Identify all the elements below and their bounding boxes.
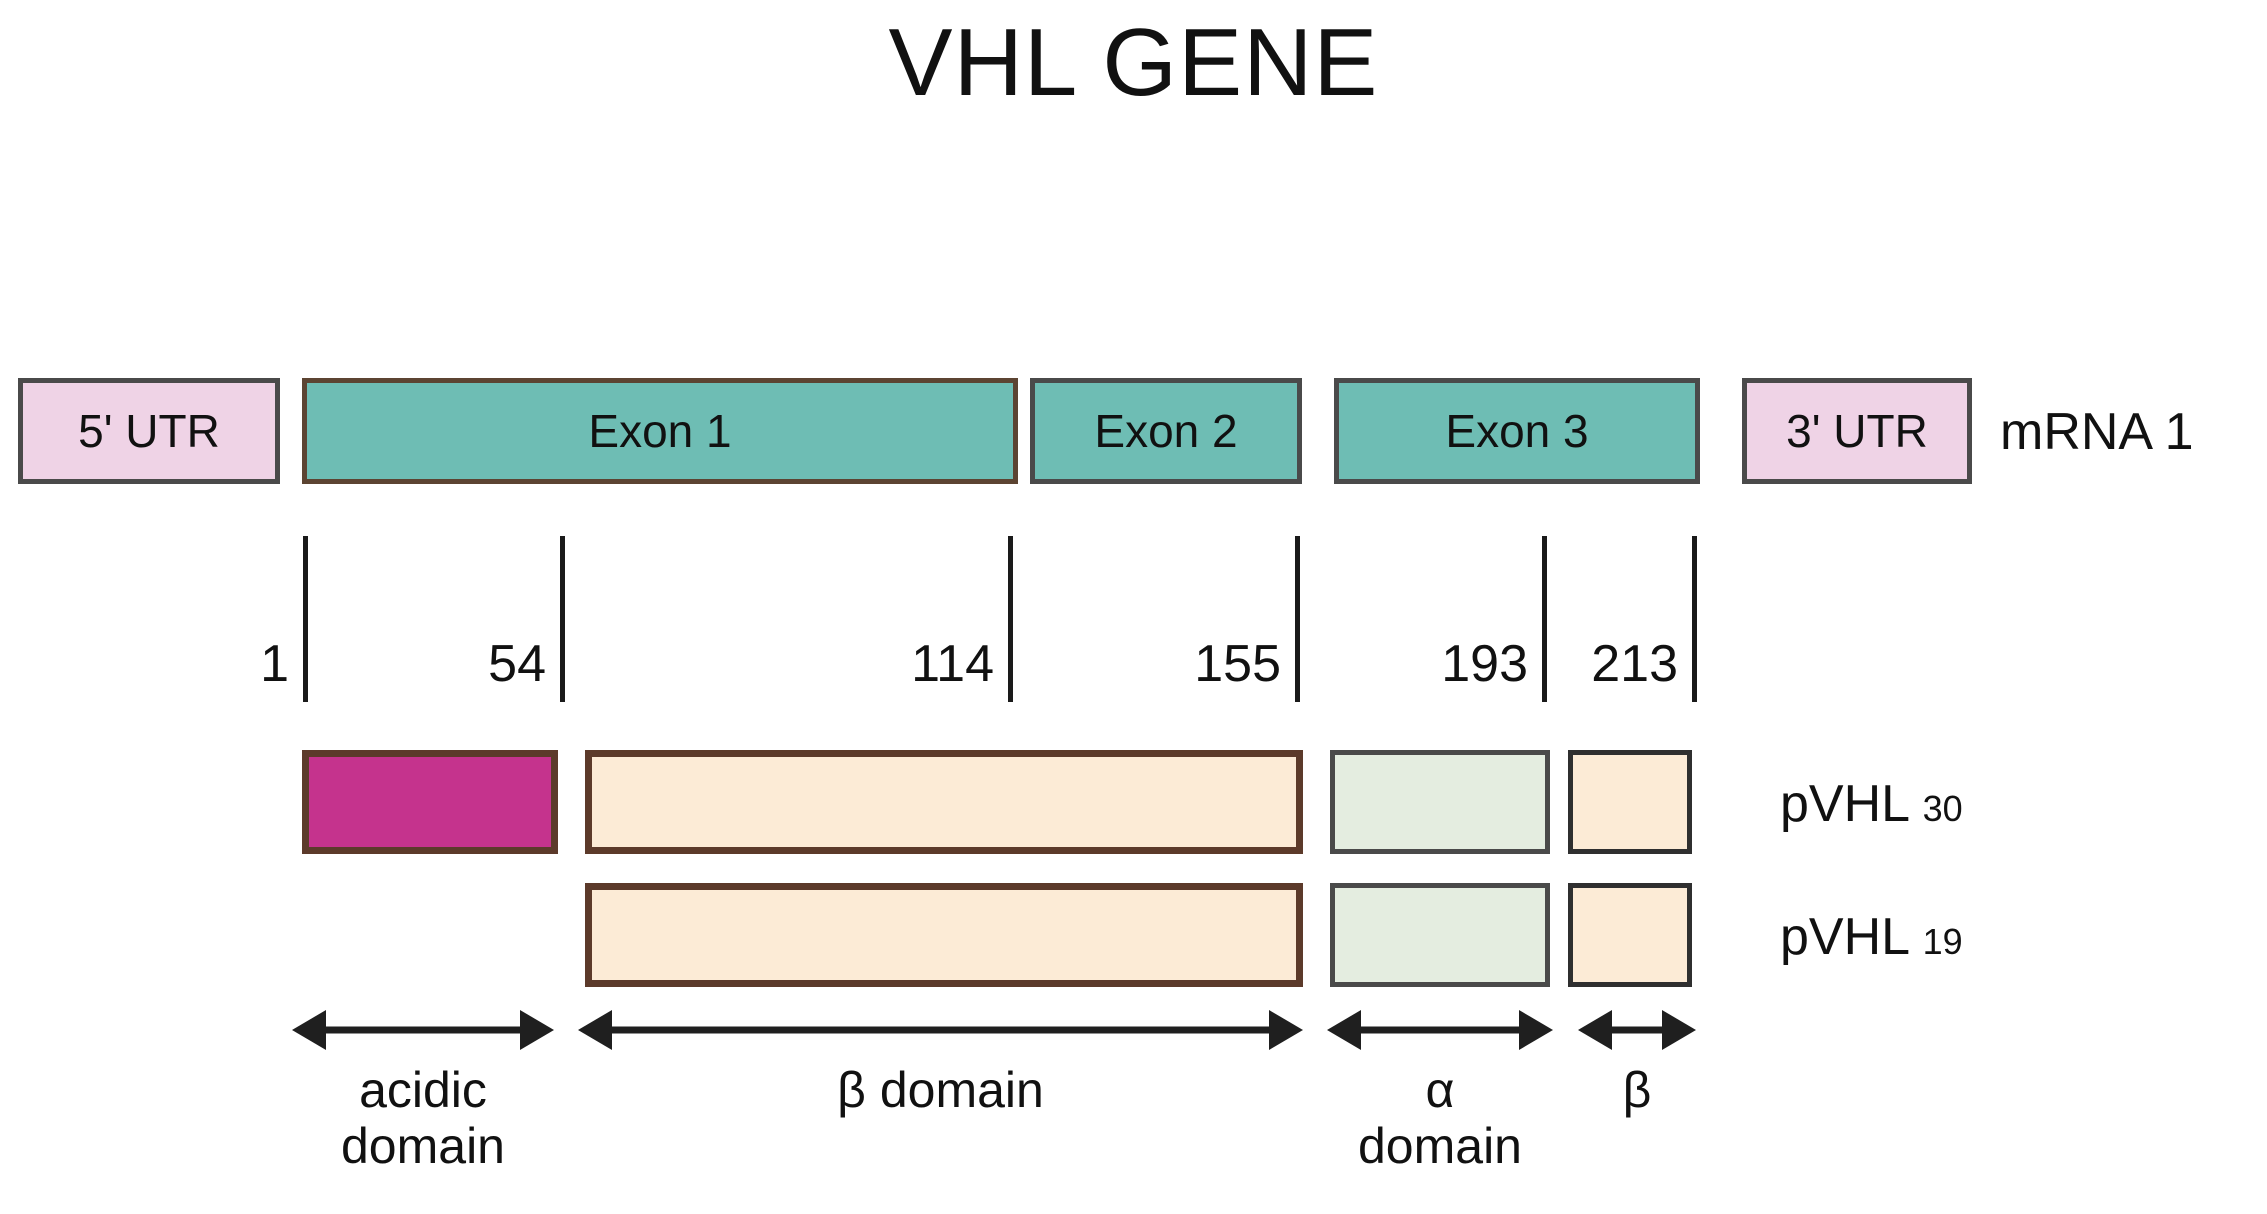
- domain-arrow-acidic-domain: [292, 1008, 554, 1052]
- pvhl19-beta-domain: [585, 883, 1303, 987]
- mrna-segment-utr5: 5' UTR: [18, 378, 280, 484]
- domain-label-alpha-domain: α domain: [1358, 1062, 1522, 1174]
- mrna-segment-exon1: Exon 1: [302, 378, 1018, 484]
- mrna-segment-exon2: Exon 2: [1030, 378, 1302, 484]
- pvhl30-beta-domain: [585, 750, 1303, 854]
- domain-label-beta-small: β: [1622, 1062, 1652, 1118]
- residue-tick-54: [560, 536, 565, 702]
- protein-label-text: pVHL: [1780, 908, 1909, 966]
- protein-label-text: pVHL: [1780, 775, 1909, 833]
- residue-number-54: 54: [488, 635, 546, 693]
- mrna-segment-exon3: Exon 3: [1334, 378, 1700, 484]
- residue-tick-193: [1542, 536, 1547, 702]
- domain-arrow-alpha-domain: [1327, 1008, 1553, 1052]
- mrna-segment-label: 5' UTR: [78, 405, 220, 457]
- pvhl30-acidic-domain: [302, 750, 558, 854]
- pvhl19-alpha-domain: [1330, 883, 1550, 987]
- residue-tick-213: [1692, 536, 1697, 702]
- domain-label-acidic-domain: acidic domain: [341, 1062, 505, 1174]
- protein-row-label-pvhl19: pVHL 19: [1780, 911, 1963, 963]
- mrna-segment-label: 3' UTR: [1786, 405, 1928, 457]
- residue-number-193: 193: [1441, 635, 1528, 693]
- residue-number-213: 213: [1591, 635, 1678, 693]
- domain-arrow-beta-small: [1578, 1008, 1696, 1052]
- mrna-segment-label: Exon 2: [1094, 405, 1238, 457]
- protein-row-label-pvhl30: pVHL 30: [1780, 778, 1963, 830]
- residue-number-1: 1: [260, 635, 289, 693]
- pvhl30-beta-small: [1568, 750, 1692, 854]
- mrna-row-label: mRNA 1: [2000, 403, 2194, 461]
- mrna-segment-utr3: 3' UTR: [1742, 378, 1972, 484]
- domain-label-beta-domain: β domain: [837, 1062, 1044, 1118]
- page-title: VHL GENE: [888, 9, 1379, 116]
- protein-label-subscript: 19: [1922, 921, 1963, 962]
- mrna-segment-label: Exon 3: [1445, 405, 1589, 457]
- pvhl30-alpha-domain: [1330, 750, 1550, 854]
- residue-number-155: 155: [1194, 635, 1281, 693]
- protein-label-subscript: 30: [1922, 788, 1963, 829]
- residue-tick-1: [303, 536, 308, 702]
- residue-tick-155: [1295, 536, 1300, 702]
- pvhl19-beta-small: [1568, 883, 1692, 987]
- domain-arrow-beta-domain: [578, 1008, 1303, 1052]
- residue-number-114: 114: [911, 635, 994, 693]
- mrna-segment-label: Exon 1: [588, 405, 732, 457]
- residue-tick-114: [1008, 536, 1013, 702]
